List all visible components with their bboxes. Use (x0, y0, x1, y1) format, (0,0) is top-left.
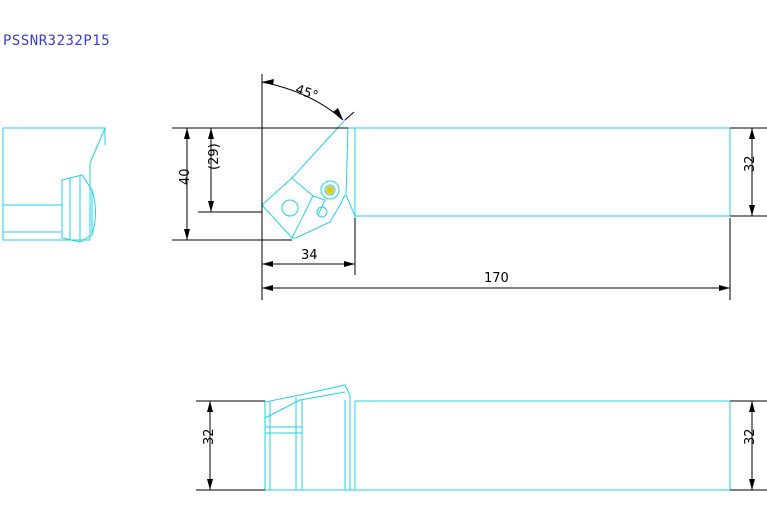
width-34-label: 34 (301, 248, 318, 263)
shank-32-left-side-label: 32 (202, 428, 217, 445)
length-170-label: 170 (484, 271, 509, 286)
insert-outline (261, 177, 314, 239)
shank-32-right-side-label: 32 (743, 428, 758, 445)
top-view-dimensions: 45° 40 (29) 34 170 32 (172, 74, 767, 300)
clamp-screw (320, 180, 340, 200)
top-view (261, 119, 731, 240)
side-view-dimensions: 32 32 (196, 400, 767, 491)
shank-32-right-top-label: 32 (743, 155, 758, 172)
drawing-title: PSSNR3232P15 (3, 33, 111, 49)
end-view (2, 127, 106, 243)
insert-hole (281, 199, 299, 217)
height-40-label: 40 (178, 168, 193, 185)
angle-dimension: 45° (293, 82, 320, 104)
side-view (264, 384, 731, 491)
height-29-label: (29) (207, 143, 222, 170)
